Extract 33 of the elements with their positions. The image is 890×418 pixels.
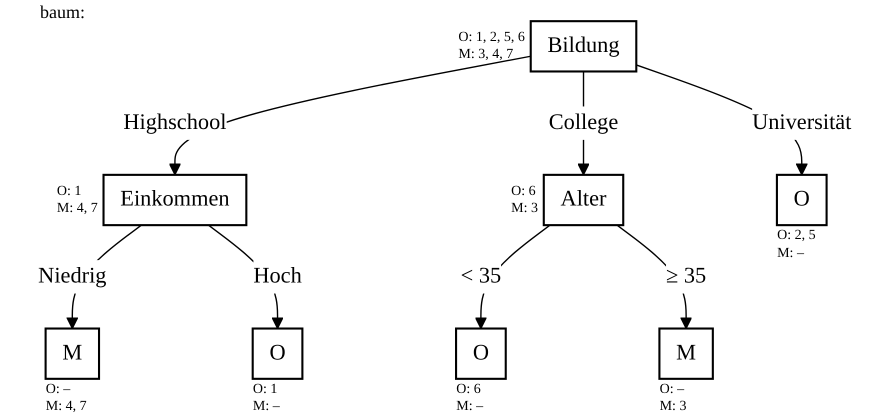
edge-label: Highschool xyxy=(124,110,227,134)
count-text: M: 4, 7 xyxy=(56,200,98,218)
node-box: Bildung xyxy=(530,20,638,73)
count-text: O: – xyxy=(660,380,686,398)
node-box: O xyxy=(455,327,507,380)
arrow xyxy=(168,56,532,176)
node-box: O xyxy=(776,174,828,226)
node-box: M xyxy=(44,327,100,380)
edge-label: Niedrig xyxy=(38,264,107,288)
count-text: M: – xyxy=(252,398,280,416)
note-text: baum: xyxy=(40,2,85,23)
count-text: O: 6 xyxy=(456,380,482,398)
count-text: M: – xyxy=(777,244,806,262)
count-text: O: – xyxy=(46,380,72,398)
edge-label: ≥ 35 xyxy=(666,264,706,288)
count-text: O: 1, 2, 5, 6 xyxy=(458,28,525,46)
edge-label: Hoch xyxy=(254,264,302,288)
count-text: M: 3 xyxy=(660,398,686,416)
count-text: O: 6 xyxy=(511,182,537,200)
edge-label: Universität xyxy=(752,110,852,134)
count-text: M: 3, 4, 7 xyxy=(458,46,514,64)
count-text: O: 2, 5 xyxy=(777,227,816,245)
count-text: M: 4, 7 xyxy=(46,398,87,416)
edge-label: College xyxy=(548,110,618,134)
node-box: O xyxy=(252,327,304,380)
node-box: Einkommen xyxy=(102,174,248,226)
count-text: M: 3 xyxy=(511,200,538,218)
node-box: M xyxy=(658,327,714,380)
count-text: M: – xyxy=(456,398,484,416)
count-text: O: 1 xyxy=(56,182,82,200)
edge-label: < 35 xyxy=(460,264,502,288)
node-box: Alter xyxy=(542,174,624,226)
count-text: O: 1 xyxy=(252,380,278,398)
